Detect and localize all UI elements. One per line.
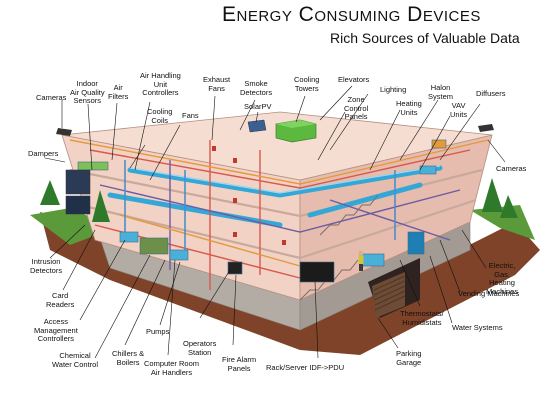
label-chillers: Chillers & Boilers: [112, 349, 145, 367]
label-thermostats: Thermostats/ Humidistats: [400, 309, 444, 327]
solar-panel-icon: [247, 119, 267, 133]
parking-door-slats: [373, 275, 406, 311]
camera-icon: [56, 124, 494, 136]
leader-lines: [44, 85, 506, 359]
label-air-handling: Air Handling Unit Controllers: [140, 71, 181, 97]
label-parking-garage: Parking Garage: [396, 349, 422, 367]
label-cameras-left: Cameras: [36, 93, 67, 102]
entrance: [65, 169, 91, 215]
label-halon-system: Halon System: [428, 83, 454, 101]
grass-right: [470, 205, 535, 240]
label-vending-machines: Vending Machines: [458, 289, 520, 298]
label-access-management: Access Management Controllers: [34, 317, 78, 343]
label-indoor-air-quality: Indoor Air Quality Sensors: [70, 79, 105, 105]
pipes-orange: [69, 139, 489, 267]
label-rack-server: Rack/Server IDF->PDU: [266, 363, 345, 372]
page-subtitle: Rich Sources of Valuable Data: [330, 30, 520, 46]
label-intrusion: Intrusion Detectors: [30, 257, 63, 275]
pipes-blue-vertical: [124, 160, 396, 260]
label-heating-units: Heating Units: [396, 99, 422, 117]
label-solar-pv: SolarPV: [244, 102, 272, 111]
roof: [61, 111, 493, 181]
label-lighting: Lighting: [380, 85, 407, 94]
label-pumps: Pumps: [146, 327, 170, 336]
label-fans: Fans: [182, 111, 199, 120]
label-cooling-towers: Cooling Towers: [294, 75, 320, 93]
label-computer-room: Computer Room Air Handlers: [144, 359, 200, 377]
label-zone-control: Zone Control Panels: [344, 95, 369, 121]
label-elevators: Elevators: [338, 75, 370, 84]
label-dampers: Dampers: [28, 149, 59, 158]
label-diffusers: Diffusers: [476, 89, 506, 98]
label-air-filters: Air Filters: [108, 83, 129, 101]
parking-door: [372, 272, 405, 318]
person-figure: [358, 250, 364, 271]
tree-icon: [40, 178, 518, 222]
label-operators-station: Operators Station: [183, 339, 217, 357]
duct-highlights: [129, 165, 441, 194]
label-electric-gas: Electric, Gas, Heating Machines: [486, 261, 519, 296]
label-card-readers: Card Readers: [46, 291, 75, 309]
page-title: Energy Consuming Devices: [222, 3, 481, 26]
equipment: [77, 139, 447, 283]
cooling-tower-icon: [275, 119, 317, 143]
label-vav-units: VAV Units: [450, 101, 468, 119]
label-cooling-coils: Cooling Coils: [147, 107, 173, 125]
label-smoke-detectors: Smoke Detectors: [240, 79, 273, 97]
label-chemical-water: Chemical Water Control: [52, 351, 98, 369]
panels-red: [212, 146, 286, 245]
label-exhaust-fans: Exhaust Fans: [203, 75, 231, 93]
label-cameras-right: Cameras: [496, 164, 527, 173]
label-water-systems: Water Systems: [452, 323, 503, 332]
label-fire-alarm: Fire Alarm Panels: [222, 355, 257, 373]
